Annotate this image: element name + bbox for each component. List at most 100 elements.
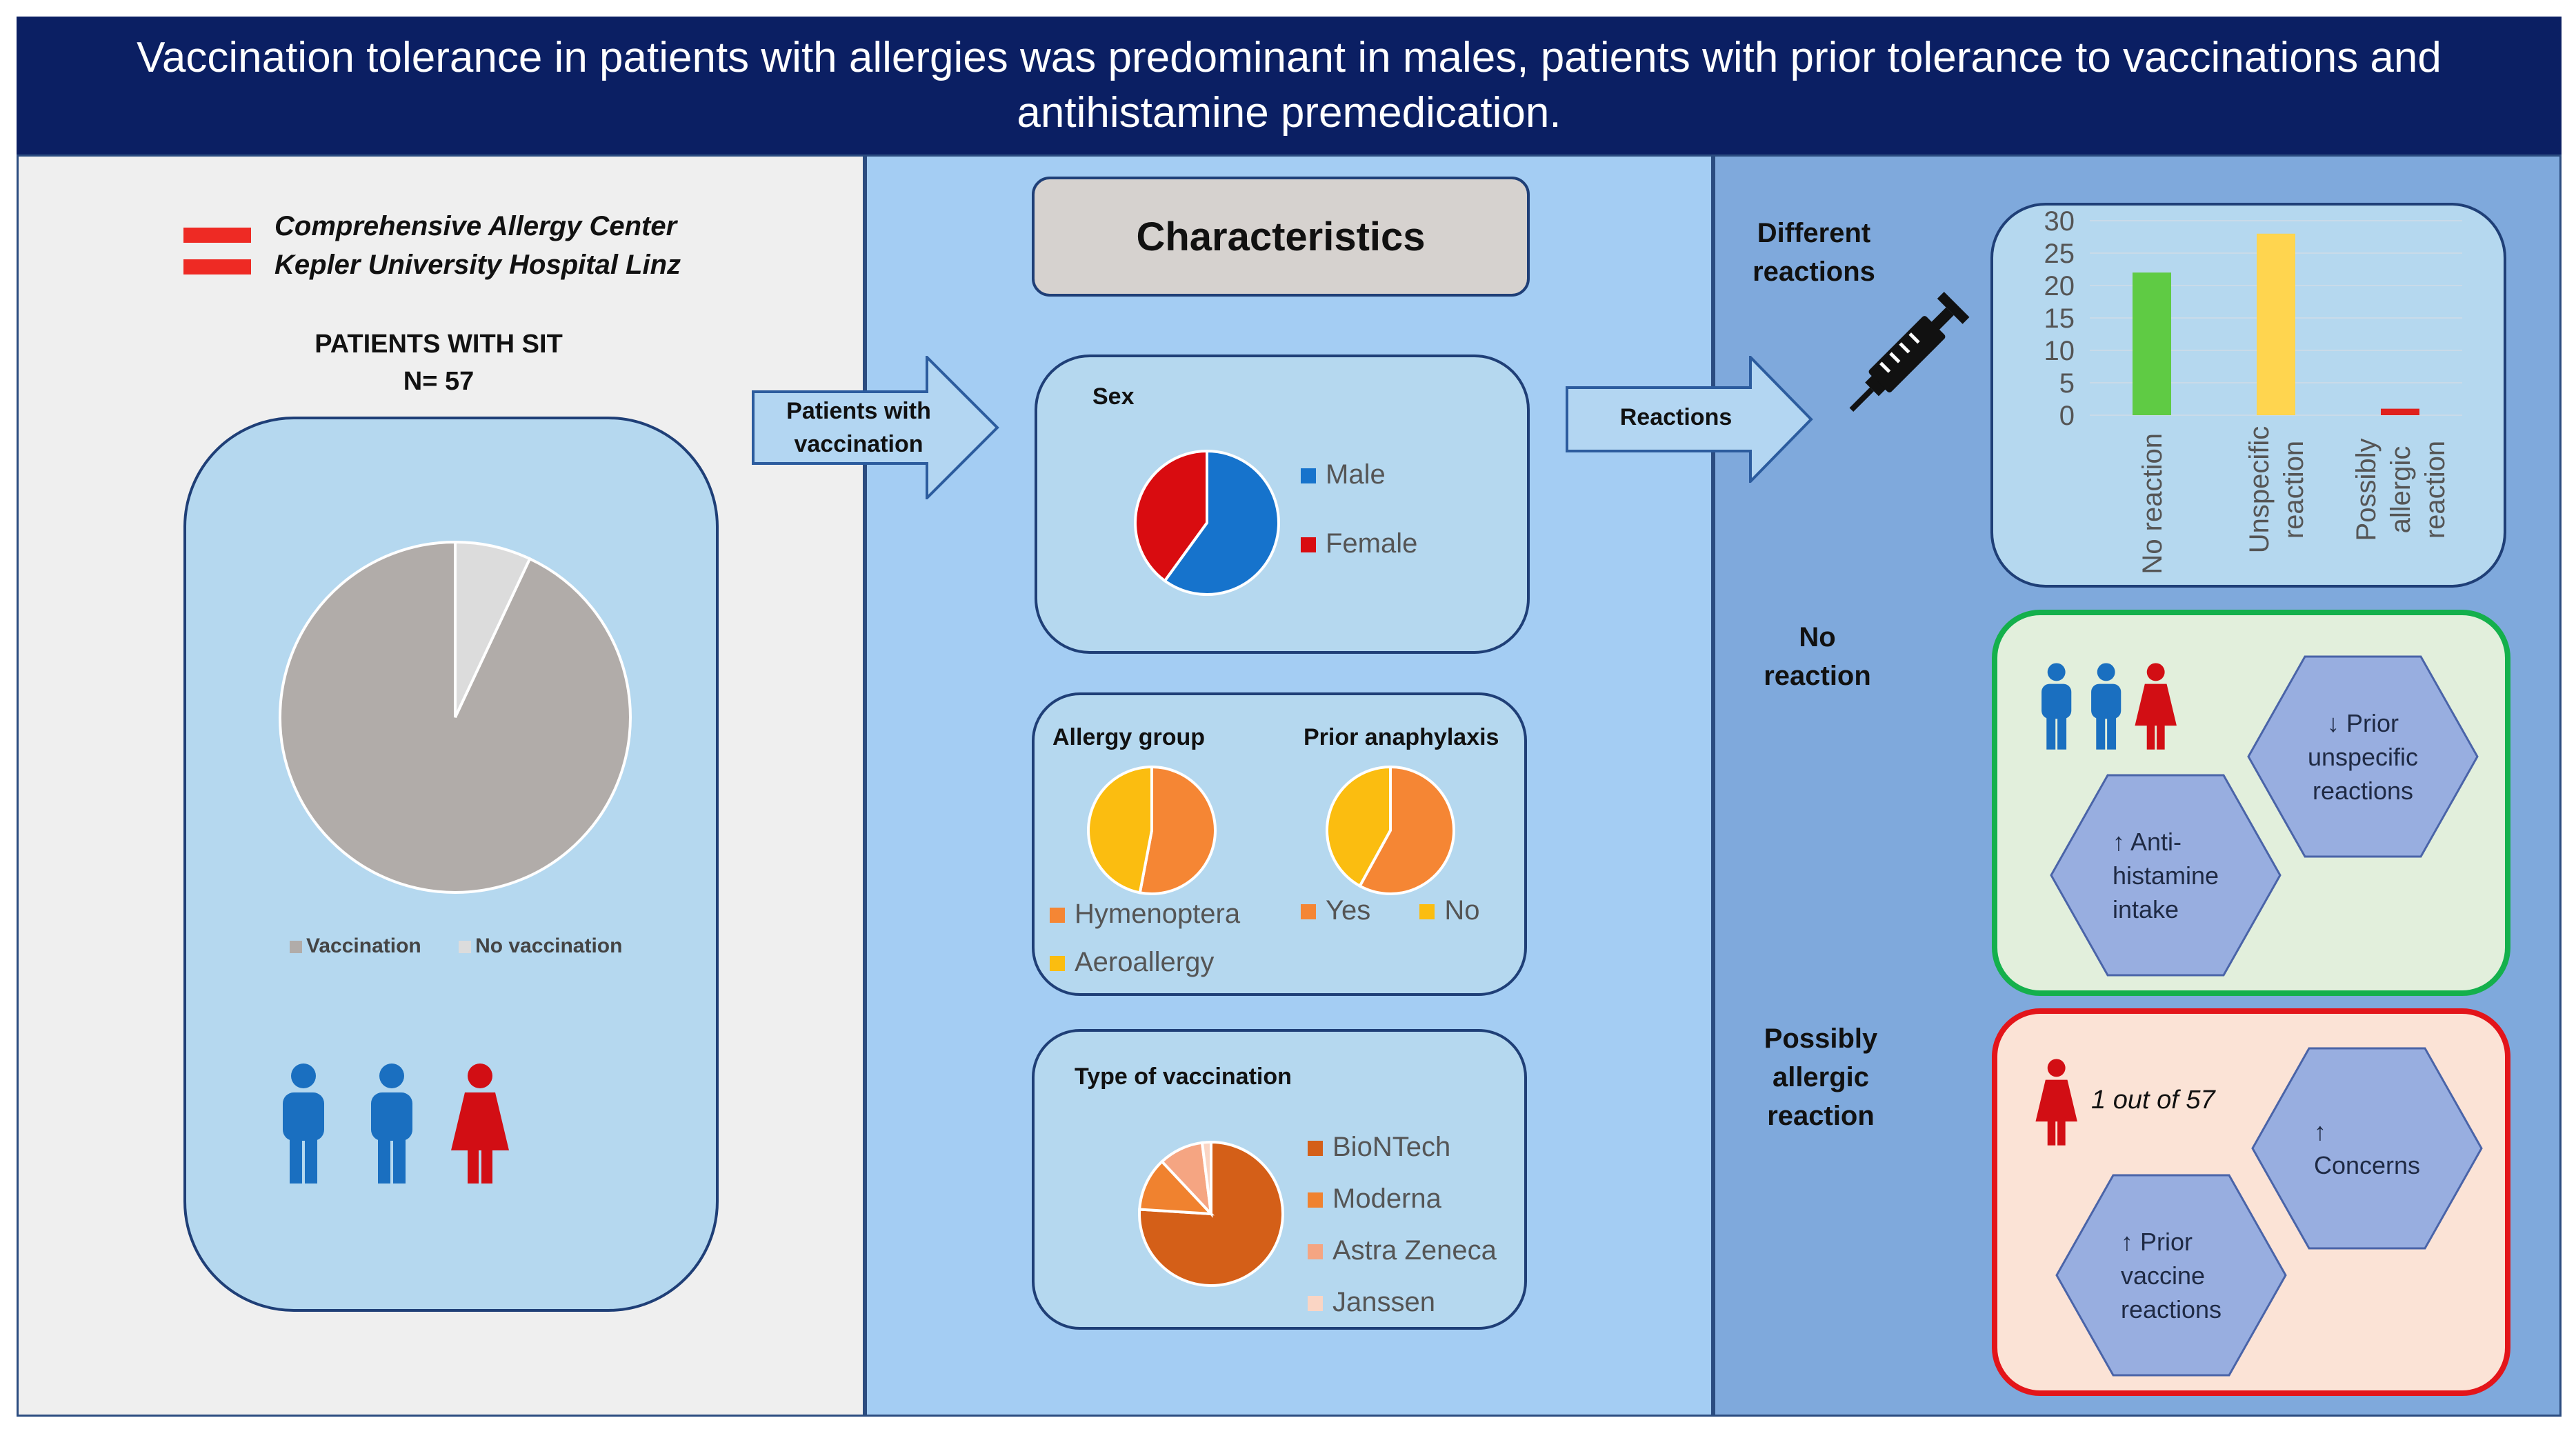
legend-no-vaccination-label: No vaccination: [475, 935, 623, 957]
female-person-icon: [2035, 1059, 2077, 1146]
male-person-icon: [283, 1063, 324, 1184]
male-person-icon: [371, 1063, 412, 1184]
label-line: Different: [1757, 218, 1871, 248]
label-line: reaction: [1764, 661, 1871, 691]
pie-slice-yes: [1357, 765, 1455, 895]
legend-moderna-label: Moderna: [1332, 1184, 1441, 1214]
y-tick-label: 0: [2059, 401, 2075, 431]
reactions-arrow: [1566, 356, 1813, 483]
prior-anaphylaxis-pie-chart: [1326, 765, 1455, 895]
characteristics-title: Characteristics: [1136, 214, 1426, 259]
x-tick-label: No reaction: [2137, 433, 2168, 575]
y-tick-label: 25: [2044, 239, 2075, 269]
legend-item: Moderna: [1308, 1173, 1497, 1225]
hex-line: intake: [2112, 895, 2179, 923]
vaccination-type-title: Type of vaccination: [1075, 1063, 1292, 1090]
label-line: Possibly: [1764, 1023, 1878, 1054]
legend-female-swatch: [1301, 537, 1316, 553]
legend-male-label: Male: [1326, 459, 1386, 490]
hex-line: ↑ Anti-: [2112, 827, 2181, 856]
hex-line: ↑: [2313, 1117, 2326, 1146]
anaphylaxis-legend: Yes No: [1301, 895, 1480, 926]
hex-line: ↓ Prior: [2326, 708, 2399, 737]
legend-biontech-swatch: [1308, 1141, 1323, 1157]
legend-item: Male: [1301, 440, 1417, 509]
prior-vaccine-hexagon: ↑ Prior vaccine reactions: [2055, 1174, 2287, 1377]
sex-pie-chart: [1134, 449, 1280, 596]
legend-astra-zeneca-label: Astra Zeneca: [1332, 1235, 1497, 1266]
legend-female-label: Female: [1326, 528, 1418, 559]
male-person-icon: [2091, 663, 2121, 750]
pie-slice-male: [1163, 449, 1280, 596]
pie-slice-moderna: [1138, 1159, 1215, 1216]
arrow-label-line: Patients with: [786, 398, 931, 424]
bar-no-reaction: [2133, 272, 2171, 415]
legend-aeroallergy-swatch: [1050, 956, 1065, 972]
pie-slice-female: [1134, 449, 1208, 583]
vaccination-type-legend: BioNTech Moderna Astra Zeneca Janssen: [1308, 1121, 1497, 1328]
label-line: reactions: [1753, 257, 1875, 287]
hex-line: Concerns: [2313, 1151, 2421, 1179]
prior-unspecific-hexagon: ↓ Prior unspecific reactions: [2247, 655, 2479, 858]
prior-anaphylaxis-title: Prior anaphylaxis: [1304, 724, 1499, 750]
hex-line: histamine: [2112, 861, 2219, 890]
label-line: allergic: [1772, 1062, 1870, 1092]
pie-slice-biontech: [1138, 1140, 1284, 1287]
female-person-icon: [451, 1063, 509, 1184]
legend-vaccination-swatch: [290, 941, 302, 954]
female-person-icon: [2135, 663, 2177, 750]
patients-title: PATIENTS WITH SIT: [314, 330, 563, 359]
vaccination-type-pie-chart: [1138, 1140, 1284, 1287]
reactions-arrow-label: Reactions: [1619, 404, 1733, 430]
possibly-allergic-label: Possibly allergic reaction: [1724, 1019, 1917, 1135]
legend-item: BioNTech: [1308, 1121, 1497, 1173]
pie-slice-no: [1326, 765, 1392, 888]
legend-no-vaccination-swatch: [459, 941, 472, 954]
antihistamine-hexagon: ↑ Anti- histamine intake: [2050, 774, 2282, 977]
male-person-icon: [2041, 663, 2072, 750]
sex-box: [1035, 354, 1530, 654]
legend-astra-zeneca-swatch: [1308, 1244, 1323, 1260]
people-icons: [283, 1063, 509, 1184]
no-reaction-label: No reaction: [1724, 618, 1910, 695]
pie-slice-aeroallergy: [1087, 765, 1153, 895]
y-tick-label: 20: [2044, 271, 2075, 301]
x-tick-label: allergic: [2386, 446, 2416, 534]
legend-hymenoptera-label: Hymenoptera: [1075, 899, 1241, 929]
legend-hymenoptera-swatch: [1050, 908, 1065, 923]
pie-slice-hymenoptera: [1138, 765, 1217, 895]
legend-item: Hymenoptera: [1050, 890, 1240, 938]
austria-flag-icon: [183, 228, 251, 274]
hex-line: reactions: [2120, 1295, 2222, 1324]
patients-with-vaccination-label: Patients with vaccination: [759, 395, 959, 461]
legend-item: Janssen: [1308, 1277, 1497, 1328]
pie-slice-janssen: [1200, 1140, 1212, 1215]
patients-pie-legend: Vaccination No vaccination: [290, 935, 622, 958]
legend-male-swatch: [1301, 468, 1316, 484]
patients-with-vaccination-arrow: [752, 356, 999, 499]
hexagon-text: ↑ Concerns: [2251, 1047, 2483, 1250]
pie-slice-no-vaccination: [454, 540, 532, 718]
syringe-icon: [1849, 292, 1970, 412]
legend-yes-swatch: [1301, 904, 1316, 920]
org-name-line2: Kepler University Hospital Linz: [274, 250, 681, 280]
concerns-hexagon: ↑ Concerns: [2251, 1047, 2483, 1250]
hex-line: reactions: [2312, 776, 2414, 805]
y-tick-label: 5: [2059, 368, 2075, 399]
arrow-label-line: vaccination: [794, 431, 923, 457]
legend-vaccination-label: Vaccination: [306, 935, 421, 957]
patients-pie-chart: [279, 540, 632, 894]
hexagon-text: ↑ Anti- histamine intake: [2050, 774, 2282, 977]
sex-title: Sex: [1092, 383, 1135, 410]
one-out-of-label: 1 out of 57: [2091, 1086, 2215, 1115]
y-tick-label: 10: [2044, 336, 2075, 366]
legend-item: Aeroallergy: [1050, 938, 1240, 986]
legend-moderna-swatch: [1308, 1192, 1323, 1208]
page-title: Vaccination tolerance in patients with a…: [137, 34, 2442, 137]
hexagon-text: ↑ Prior vaccine reactions: [2055, 1174, 2287, 1377]
page-header: Vaccination tolerance in patients with a…: [17, 17, 2562, 154]
hex-line: unspecific: [2307, 742, 2419, 771]
legend-janssen-label: Janssen: [1332, 1287, 1435, 1317]
allergy-group-title: Allergy group: [1052, 724, 1206, 750]
